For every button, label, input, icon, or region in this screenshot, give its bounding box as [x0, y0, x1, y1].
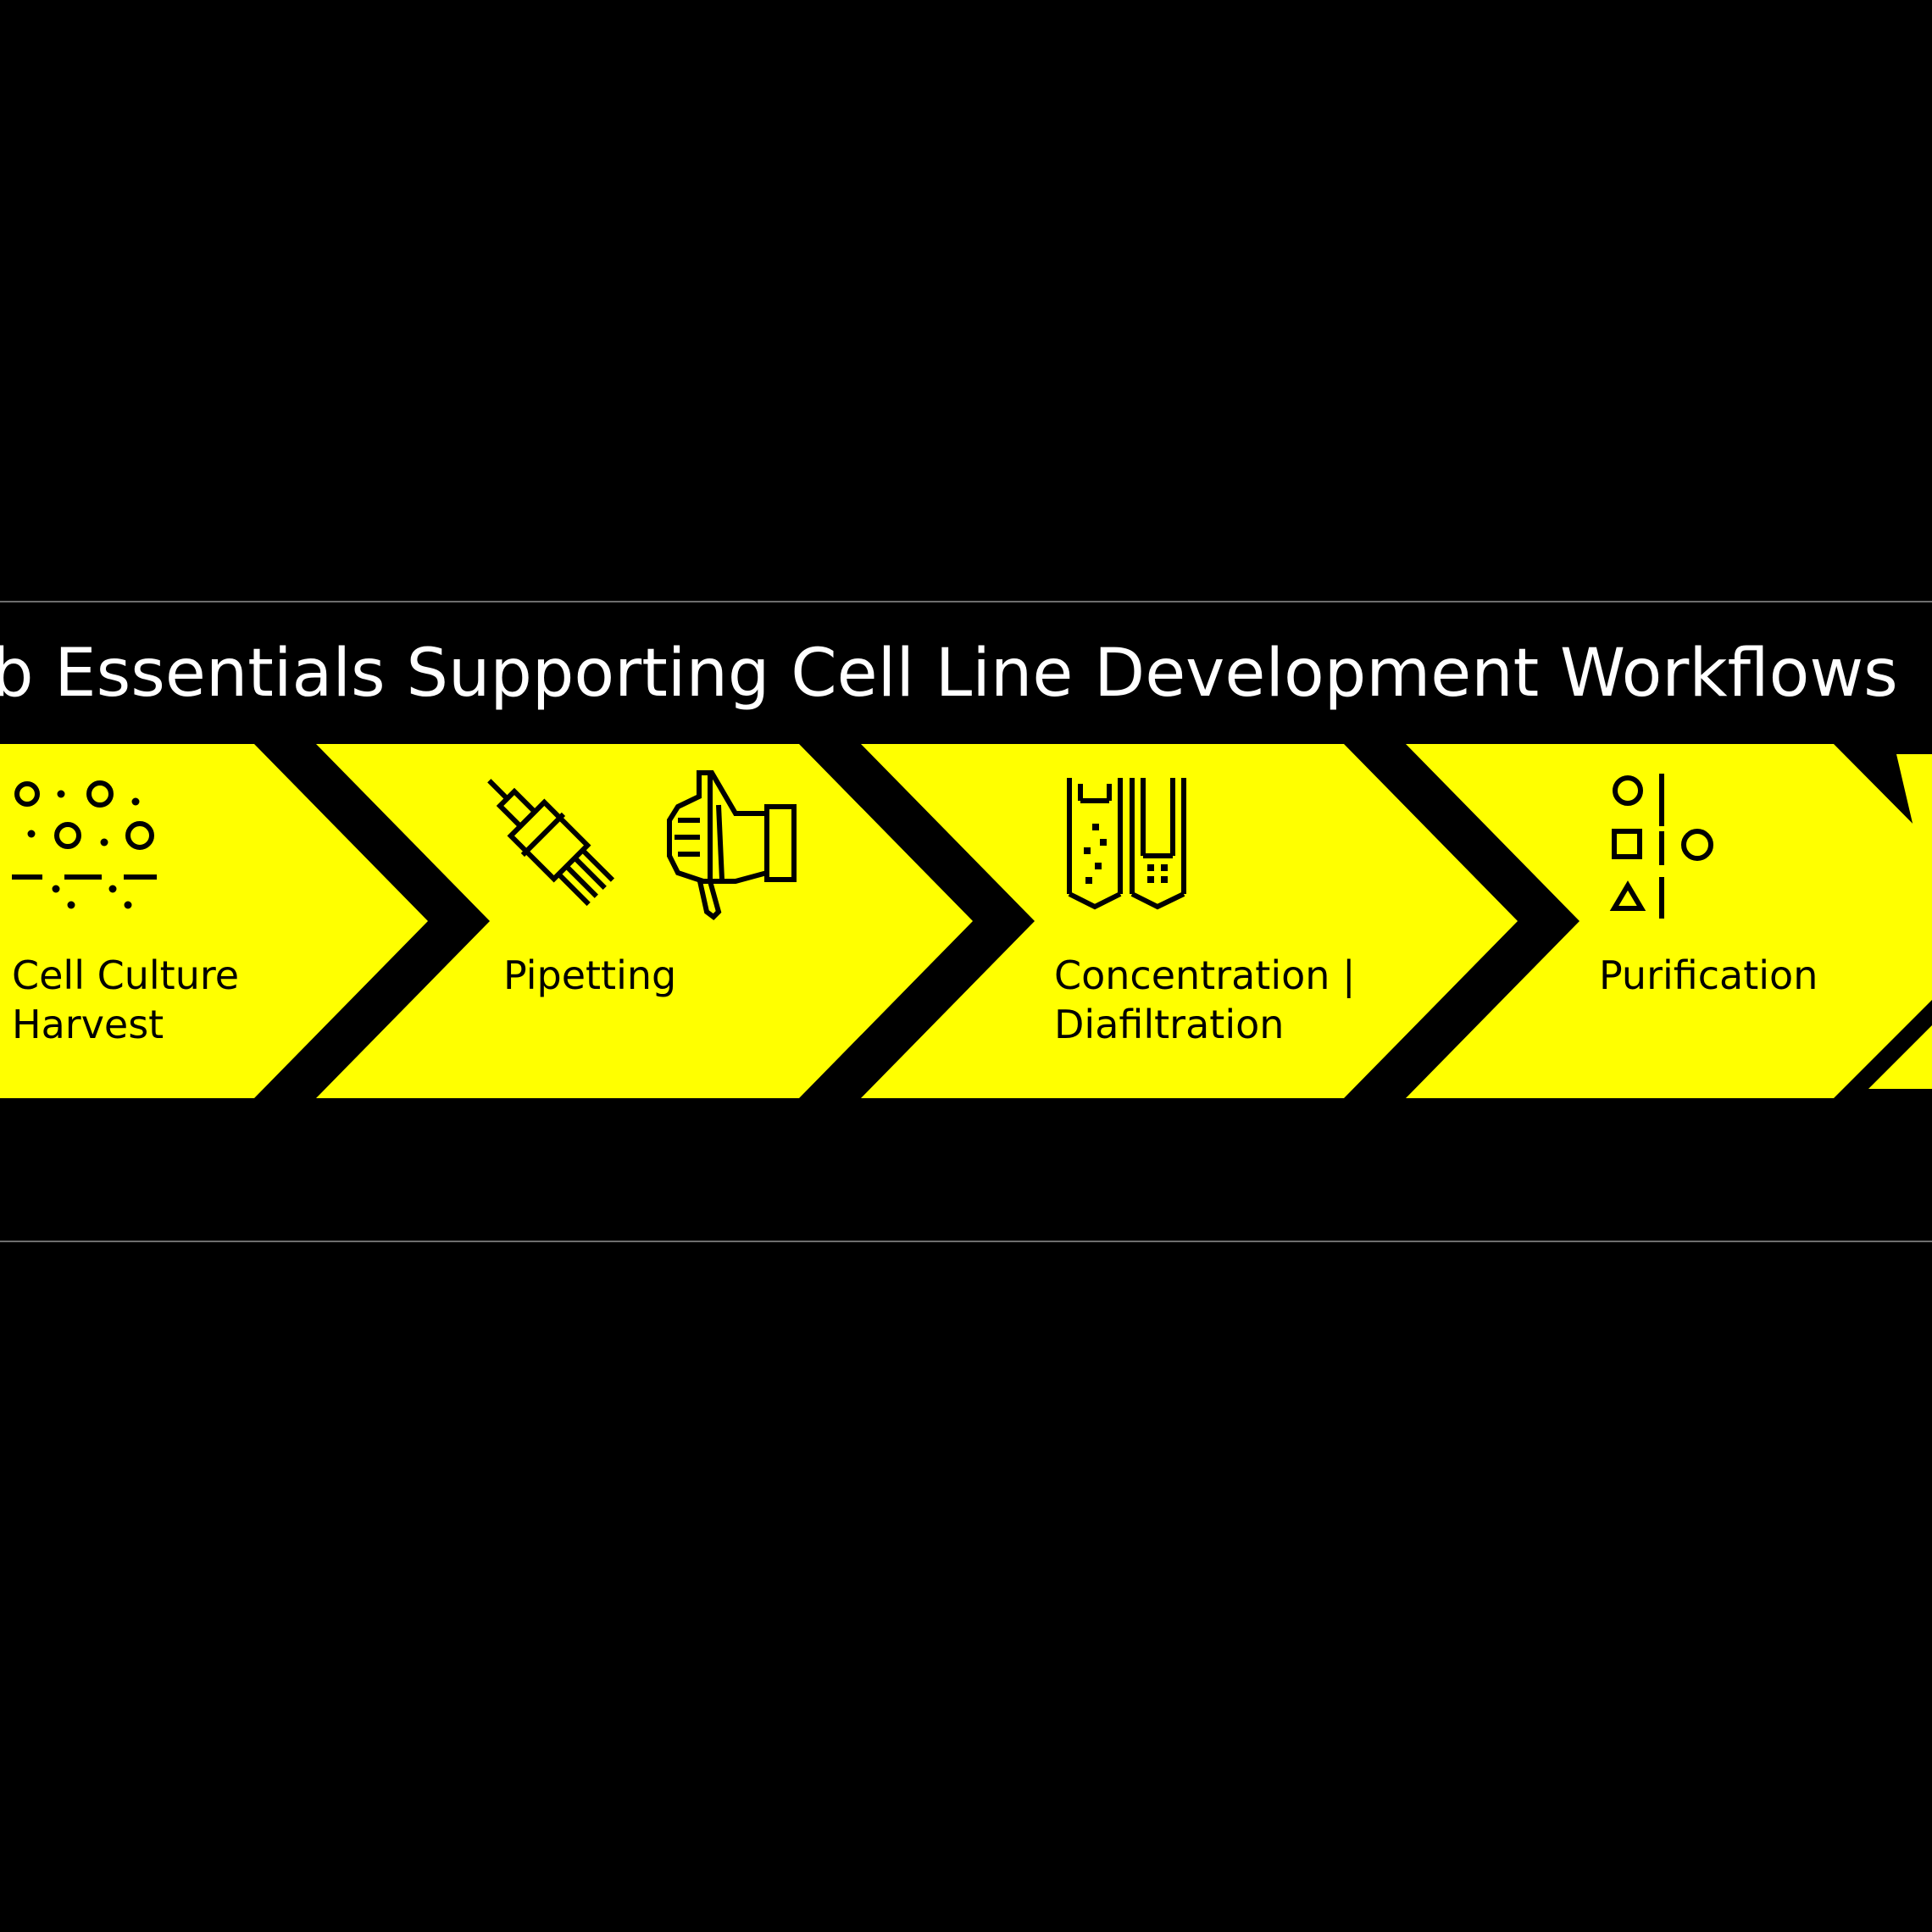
- step-label-cell-culture-harvest: Cell Culture Harvest: [12, 952, 240, 1047]
- pipette-icon: [487, 770, 797, 920]
- step-label-purification: Purification: [1599, 952, 1818, 998]
- chevron-step-4: [1406, 744, 1932, 1098]
- chevron-step-2: [316, 744, 973, 1098]
- cell-dots: [27, 790, 140, 909]
- concentration-tubes-icon: [1067, 778, 1186, 910]
- chevron-step-1: [0, 744, 428, 1098]
- cell-culture-harvest-icon: [12, 780, 157, 880]
- step-label-concentration-diafiltration: Concentration | Diafiltration: [1054, 952, 1356, 1047]
- page-title: b Essentials Supporting Cell Line Develo…: [0, 636, 1898, 712]
- chevron-step-5-partial: [1896, 754, 1932, 907]
- top-divider: [0, 601, 1932, 602]
- chevron-step-3: [861, 744, 1518, 1098]
- bottom-divider: [0, 1241, 1932, 1242]
- chevron-step-5-partial-lower: [1868, 1025, 1932, 1089]
- purification-shapes-icon: [1609, 774, 1713, 919]
- step-label-pipetting: Pipetting: [503, 952, 677, 998]
- tube-particles: [1084, 824, 1168, 884]
